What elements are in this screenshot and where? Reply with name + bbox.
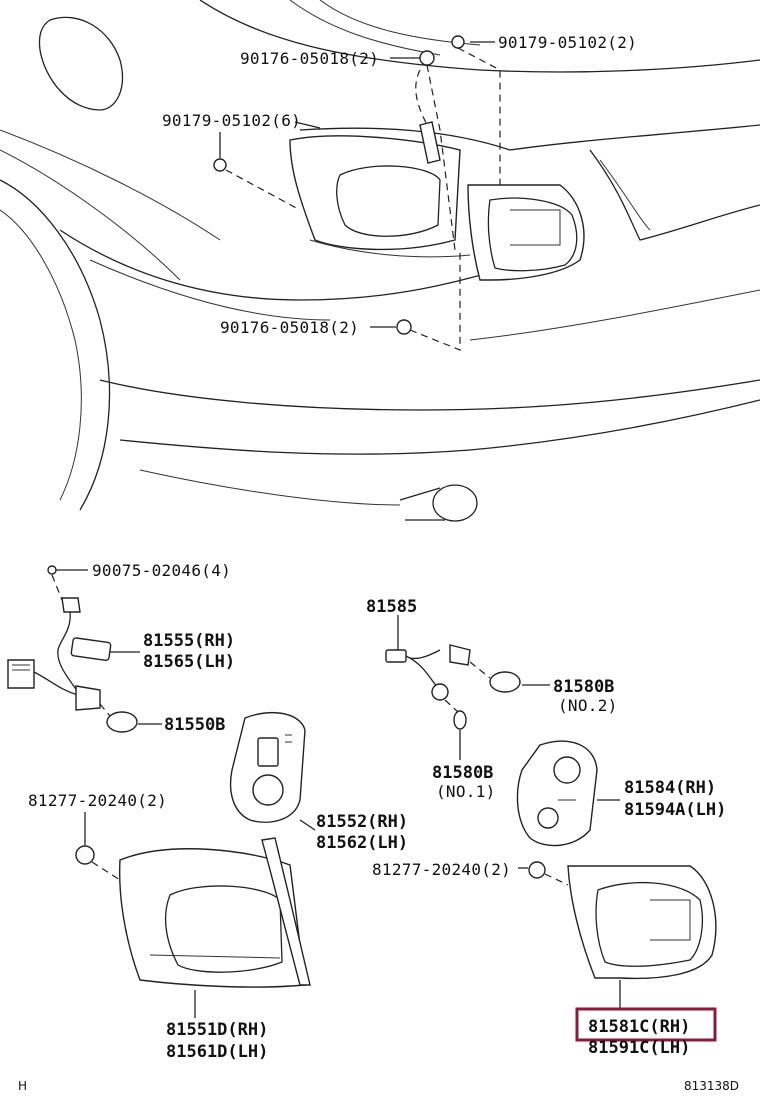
tail-lamp-inner-81581c — [567, 865, 717, 1008]
label-81552[interactable]: 81552(RH) — [316, 812, 408, 832]
label-90179-05102-top[interactable]: 90179-05102(2) — [498, 33, 637, 52]
label-81565[interactable]: 81565(LH) — [143, 652, 235, 672]
label-81277-20240-right[interactable]: 81277-20240(2) — [372, 860, 511, 879]
body-tail-lamp-outer — [289, 135, 471, 258]
label-81562[interactable]: 81562(LH) — [316, 833, 408, 853]
label-81591c[interactable]: 81591C(LH) — [588, 1038, 690, 1058]
socket-wire-81585 — [385, 615, 550, 760]
label-81581c[interactable]: 81581C(RH) — [588, 1017, 690, 1037]
washer-81277-left — [75, 812, 121, 881]
label-81277-20240-left[interactable]: 81277-20240(2) — [28, 791, 167, 810]
label-90176-05018-mid[interactable]: 90176-05018(2) — [220, 318, 359, 337]
tail-lamp-outer-81551d — [118, 837, 311, 1018]
car-rear-body — [0, 0, 760, 522]
label-81580b-no2-sub: (NO.2) — [558, 696, 618, 715]
washer-81277-right — [518, 861, 569, 886]
labels: 90176-05018(2) 90179-05102(2) 90179-0510… — [18, 33, 739, 1093]
label-81594a[interactable]: 81594A(LH) — [624, 800, 726, 820]
footer-left-code: H — [18, 1079, 27, 1093]
label-81580b-no1-sub: (NO.1) — [436, 782, 496, 801]
label-81585[interactable]: 81585 — [366, 597, 417, 617]
label-90075-02046[interactable]: 90075-02046(4) — [92, 561, 231, 580]
top-leaders — [219, 41, 501, 351]
label-81555[interactable]: 81555(RH) — [143, 631, 235, 651]
label-90179-05102-mid[interactable]: 90179-05102(6) — [162, 111, 301, 130]
label-81580b-no1[interactable]: 81580B — [432, 763, 493, 783]
footer-diagram-id: 813138D — [684, 1079, 739, 1093]
socket-plate-81552 — [229, 711, 316, 831]
socket-plate-81584 — [516, 740, 620, 847]
socket-wire-lh-assembly — [7, 565, 162, 733]
label-81580b-no2[interactable]: 81580B — [553, 677, 614, 697]
label-81550b[interactable]: 81550B — [164, 715, 225, 735]
label-90176-05018-top[interactable]: 90176-05018(2) — [240, 49, 379, 68]
label-81561d[interactable]: 81561D(LH) — [166, 1042, 268, 1062]
label-81584[interactable]: 81584(RH) — [624, 778, 716, 798]
part-highlight-box — [575, 1007, 717, 1042]
top-fasteners — [213, 35, 465, 335]
label-81551d[interactable]: 81551D(RH) — [166, 1020, 268, 1040]
body-tail-lamp-inner — [467, 184, 585, 281]
